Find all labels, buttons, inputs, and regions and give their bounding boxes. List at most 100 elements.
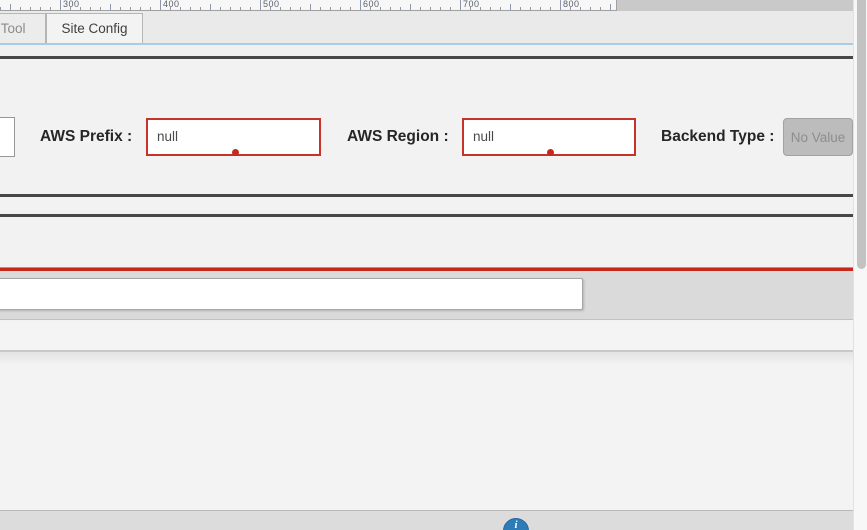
ruler-tick-label: 500 [263, 0, 280, 9]
aws-region-value: null [473, 129, 495, 144]
ruler-tick [70, 7, 71, 10]
ruler-tick [510, 4, 511, 10]
ruler-tick-label: 800 [563, 0, 580, 9]
ruler-tick-label: 400 [163, 0, 180, 9]
tab-tool[interactable]: y Tool [0, 13, 46, 43]
ruler-tick [480, 7, 481, 10]
ruler-tick [410, 4, 411, 10]
ruler-tick [90, 7, 91, 10]
ruler-tick [610, 4, 611, 10]
ruler-tick [330, 7, 331, 10]
aws-region-label: AWS Region : [347, 128, 449, 145]
panel-top-border [0, 56, 853, 59]
ruler-tick [360, 0, 361, 10]
ruler-tick [200, 7, 201, 10]
footer-bar [0, 511, 867, 530]
ruler-tick [420, 7, 421, 10]
backend-type-chip[interactable]: No Value [783, 118, 853, 156]
tab-site-config[interactable]: Site Config [46, 13, 143, 43]
red-section-border [0, 268, 853, 271]
aws-prefix-error-dot [232, 149, 239, 156]
ruler-tick [320, 7, 321, 10]
ruler-tick [60, 0, 61, 10]
ruler-tick [340, 7, 341, 10]
ruler-tick-label: 300 [63, 0, 80, 9]
ruler-tick [30, 7, 31, 10]
ruler-tick [80, 7, 81, 10]
ruler-tick [500, 7, 501, 10]
ruler-tick [190, 7, 191, 10]
ruler-corner-strip [617, 0, 853, 11]
tab-site-config-label: Site Config [61, 21, 128, 36]
ruler-tick [20, 7, 21, 10]
ruler-tick [350, 7, 351, 10]
red-section-shadow-line [0, 267, 853, 268]
ruler-tick [210, 4, 211, 10]
tab-underline [0, 43, 853, 45]
ruler-tick [230, 7, 231, 10]
input-band [0, 271, 853, 320]
aws-region-input[interactable]: null [462, 118, 636, 156]
ruler-tick [100, 7, 101, 10]
ruler-tick [10, 4, 11, 10]
aws-region-error-dot [547, 149, 554, 156]
aws-prefix-input[interactable]: null [146, 118, 321, 156]
ruler-tick [590, 7, 591, 10]
section-divider-2 [0, 214, 853, 217]
ruler-tick [560, 0, 561, 10]
aws-prefix-label: AWS Prefix : [40, 128, 133, 145]
ruler-tick [170, 7, 171, 10]
left-edge-input[interactable] [0, 117, 15, 157]
aws-prefix-value: null [157, 129, 179, 144]
ruler-tick [270, 7, 271, 10]
tab-tool-label: y Tool [0, 21, 26, 36]
ruler-tick [280, 7, 281, 10]
ruler-tick [580, 7, 581, 10]
ruler-tick [380, 7, 381, 10]
ruler-tick [50, 7, 51, 10]
vertical-scrollbar-thumb[interactable] [856, 0, 866, 269]
ruler-tick [370, 7, 371, 10]
ruler-tick [160, 0, 161, 10]
ruler-tick [310, 4, 311, 10]
mid-divider [0, 350, 853, 352]
ruler-tick [260, 0, 261, 10]
ruler-tick [300, 7, 301, 10]
ruler-tick [430, 7, 431, 10]
ruler-tick-label: 600 [363, 0, 380, 9]
ruler-tick [290, 7, 291, 10]
ruler-tick [440, 7, 441, 10]
ruler-tick [140, 7, 141, 10]
footer-divider [0, 509, 867, 511]
main-empty-area [0, 365, 853, 510]
wide-text-input[interactable] [0, 278, 583, 310]
ruler-tick [490, 7, 491, 10]
config-fields-row: AWS Prefix : null AWS Region : null Back… [0, 117, 853, 157]
backend-type-value: No Value [790, 129, 846, 145]
backend-type-label: Backend Type : [661, 128, 775, 145]
horizontal-ruler: 300 400 500 600 700 800 [0, 0, 617, 11]
ruler-tick [470, 7, 471, 10]
ruler-tick [120, 7, 121, 10]
ruler-tick [570, 7, 571, 10]
ruler-tick [130, 7, 131, 10]
ruler-tick [400, 7, 401, 10]
ruler-tick [600, 7, 601, 10]
info-icon: i [514, 519, 518, 530]
mid-divider-shadow [0, 352, 853, 365]
ruler-tick [110, 4, 111, 10]
ruler-tick [540, 7, 541, 10]
ruler-tick [550, 7, 551, 10]
vertical-scrollbar-track[interactable] [853, 0, 867, 530]
ruler-tick [180, 7, 181, 10]
tab-gap [0, 45, 853, 56]
ruler-tick [530, 7, 531, 10]
ruler-tick-label: 700 [463, 0, 480, 9]
ruler-tick [150, 7, 151, 10]
ruler-tick [390, 7, 391, 10]
tab-bar: y Tool Site Config [0, 11, 853, 43]
section-divider-1 [0, 194, 853, 197]
ruler-tick [0, 7, 1, 10]
ruler-tick [450, 7, 451, 10]
